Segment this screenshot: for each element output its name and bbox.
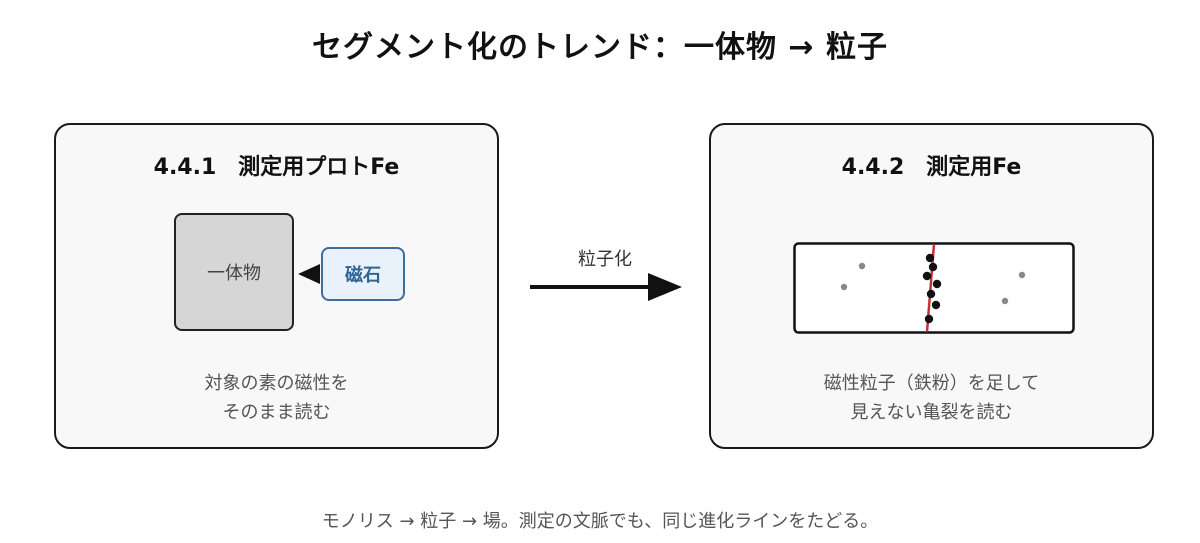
particle-on-crack	[928, 262, 938, 272]
particle-scattered	[858, 262, 866, 270]
particle-on-crack	[931, 300, 941, 310]
diagram-title: セグメント化のトレンド：一体物 → 粒子	[311, 30, 889, 65]
monolith-block: 一体物	[174, 213, 294, 331]
panel-caption-prototype: 対象の素の磁性を そのまま読む	[56, 369, 497, 427]
monolith-label: 一体物	[207, 263, 261, 284]
particle-on-crack	[922, 271, 932, 281]
specimen-bar	[793, 242, 1075, 334]
particle-on-crack	[926, 289, 936, 299]
particle-scattered	[1018, 271, 1026, 279]
magnet-label: 磁石	[345, 265, 381, 286]
particle-scattered	[840, 283, 848, 291]
transition-arrow	[530, 273, 682, 301]
caption-line: そのまま読む	[222, 402, 331, 423]
particle-on-crack	[925, 253, 935, 263]
panel-caption-measurement: 磁性粒子（鉄粉）を足して 見えない亀裂を読む	[711, 369, 1152, 427]
magnet-pointer-arrow	[298, 264, 320, 284]
transition-label: 粒子化	[578, 249, 632, 270]
panel-measurement-fe: 4.4.2 測定用Fe 磁性粒子（鉄粉）を足して 見えない亀裂を読む	[709, 123, 1154, 449]
caption-line: 見えない亀裂を読む	[850, 402, 1013, 423]
particle-on-crack	[932, 279, 942, 289]
footer-note: モノリス → 粒子 → 場。測定の文脈でも、同じ進化ラインをたどる。	[321, 511, 879, 532]
caption-line: 磁性粒子（鉄粉）を足して	[823, 373, 1040, 394]
particle-scattered	[1001, 297, 1009, 305]
panel-heading-prototype: 4.4.1 測定用プロトFe	[153, 155, 400, 180]
caption-line: 対象の素の磁性を	[204, 373, 349, 394]
particle-on-crack	[924, 314, 934, 324]
magnet-box: 磁石	[321, 247, 405, 301]
panel-prototype-fe: 4.4.1 測定用プロトFe 一体物 磁石 対象の素の磁性を そのまま読む	[54, 123, 499, 449]
panel-heading-measurement: 4.4.2 測定用Fe	[841, 155, 1022, 180]
